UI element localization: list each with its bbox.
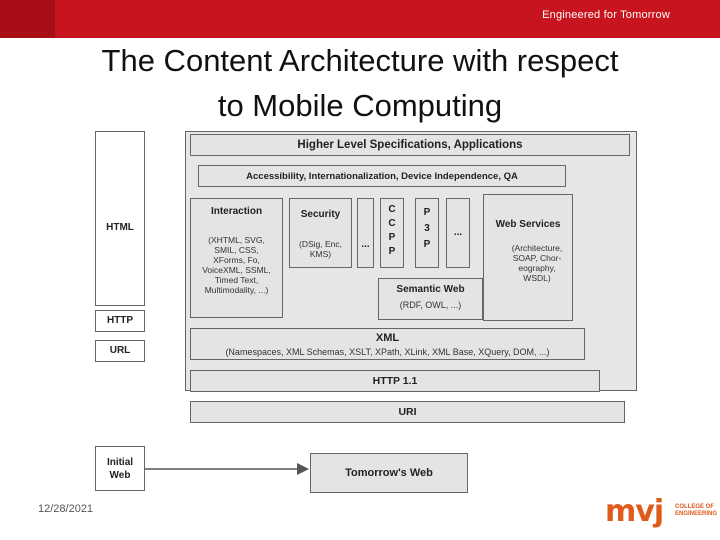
dots-label-2: ... bbox=[453, 227, 463, 238]
college-logo: mvj COLLEGE OF ENGINEERING bbox=[605, 494, 717, 534]
logo-sub-1: COLLEGE OF bbox=[675, 504, 714, 510]
tomorrows-web-label: Tomorrow's Web bbox=[345, 467, 433, 479]
dots-box-1: ... bbox=[357, 198, 374, 268]
url-label: URL bbox=[109, 345, 131, 356]
semantic-web-sub: (RDF, OWL, ...) bbox=[399, 300, 462, 310]
web-services-sub-3: eography, bbox=[518, 263, 556, 273]
html-label: HTML bbox=[106, 222, 134, 233]
banner-shade bbox=[0, 0, 55, 38]
footer-date: 12/28/2021 bbox=[38, 503, 94, 515]
ccpp-4: P bbox=[388, 246, 396, 257]
web-services-sub-4: WSDL) bbox=[523, 273, 551, 283]
ccpp-1: C bbox=[388, 204, 396, 215]
dots-label-1: ... bbox=[361, 239, 370, 250]
web-services-sub-2: SOAP, Chor- bbox=[512, 253, 562, 263]
semantic-web-label: Semantic Web bbox=[396, 284, 465, 295]
semantic-web-box: Semantic Web (RDF, OWL, ...) bbox=[378, 278, 483, 320]
url-box: URL bbox=[95, 340, 145, 362]
banner-tagline: Engineered for Tomorrow bbox=[542, 9, 670, 21]
p3p-box: P 3 P bbox=[415, 198, 439, 268]
security-box: Security (DSig, Enc, KMS) bbox=[289, 198, 352, 268]
initial-web-box: Initial Web bbox=[95, 446, 145, 491]
ccpp-3: P bbox=[388, 232, 396, 243]
security-sub: (DSig, Enc, KMS) bbox=[292, 239, 349, 259]
interaction-sub: (XHTML, SVG, SMIL, CSS, XForms, Fo, Voic… bbox=[193, 235, 280, 295]
accessibility-box: Accessibility, Internationalization, Dev… bbox=[198, 165, 566, 187]
interaction-box: Interaction (XHTML, SVG, SMIL, CSS, XFor… bbox=[190, 198, 283, 318]
slide-title: The Content Architecture with respect to… bbox=[30, 38, 690, 128]
slide-title-line2: to Mobile Computing bbox=[217, 88, 503, 123]
interaction-label: Interaction bbox=[210, 206, 263, 217]
interaction-sub-4: VoiceXML, SSML, bbox=[202, 265, 271, 275]
initial-web-line1: Initial bbox=[106, 457, 134, 468]
logo-text: mvj bbox=[605, 494, 664, 529]
dots-box-2: ... bbox=[446, 198, 470, 268]
top-banner: Engineered for Tomorrow bbox=[0, 0, 720, 38]
initial-web-line2: Web bbox=[109, 470, 131, 481]
xml-sub: (Namespaces, XML Schemas, XSLT, XPath, X… bbox=[225, 347, 550, 357]
uri-label: URI bbox=[398, 406, 417, 418]
slide-title-line1: The Content Architecture with respect bbox=[101, 43, 619, 78]
ccpp-2: C bbox=[388, 218, 396, 229]
html-box: HTML bbox=[95, 131, 145, 306]
interaction-sub-5: Timed Text, bbox=[214, 275, 259, 285]
tomorrows-web-box: Tomorrow's Web bbox=[310, 453, 468, 493]
security-sub-1: (DSig, Enc, bbox=[299, 239, 342, 249]
http11-box: HTTP 1.1 bbox=[190, 370, 600, 392]
accessibility-label: Accessibility, Internationalization, Dev… bbox=[246, 171, 518, 182]
interaction-sub-2: SMIL, CSS, bbox=[214, 245, 259, 255]
xml-label: XML bbox=[375, 332, 400, 344]
http11-label: HTTP 1.1 bbox=[372, 375, 418, 387]
web-services-label: Web Services bbox=[495, 219, 561, 230]
p3p-2: 3 bbox=[424, 223, 430, 234]
http-left-label: HTTP bbox=[106, 315, 134, 326]
logo-subtitle: COLLEGE OF ENGINEERING bbox=[675, 504, 717, 518]
logo-sub-2: ENGINEERING bbox=[675, 511, 718, 517]
security-sub-2: KMS) bbox=[309, 249, 332, 259]
security-label: Security bbox=[300, 209, 341, 220]
ccpp-box: C C P P bbox=[380, 198, 404, 268]
arrow-right-icon bbox=[145, 463, 309, 475]
uri-box: URI bbox=[190, 401, 625, 423]
architecture-diagram: HTML HTTP URL Initial Web Higher Level S… bbox=[90, 128, 642, 496]
http-left-box: HTTP bbox=[95, 310, 145, 332]
web-services-sub: (Architecture, SOAP, Chor- eography, WSD… bbox=[504, 243, 570, 283]
interaction-sub-1: (XHTML, SVG, bbox=[208, 235, 265, 245]
interaction-sub-3: XForms, Fo, bbox=[213, 255, 260, 265]
interaction-sub-6: Multimodality, ...) bbox=[204, 285, 269, 295]
xml-box: XML (Namespaces, XML Schemas, XSLT, XPat… bbox=[190, 328, 585, 360]
higher-level-box: Higher Level Specifications, Application… bbox=[190, 134, 630, 156]
p3p-3: P bbox=[423, 239, 431, 250]
web-services-sub-1: (Architecture, bbox=[511, 243, 563, 253]
web-services-box: Web Services (Architecture, SOAP, Chor- … bbox=[483, 194, 573, 321]
p3p-1: P bbox=[423, 207, 431, 218]
higher-level-label: Higher Level Specifications, Application… bbox=[297, 139, 523, 151]
